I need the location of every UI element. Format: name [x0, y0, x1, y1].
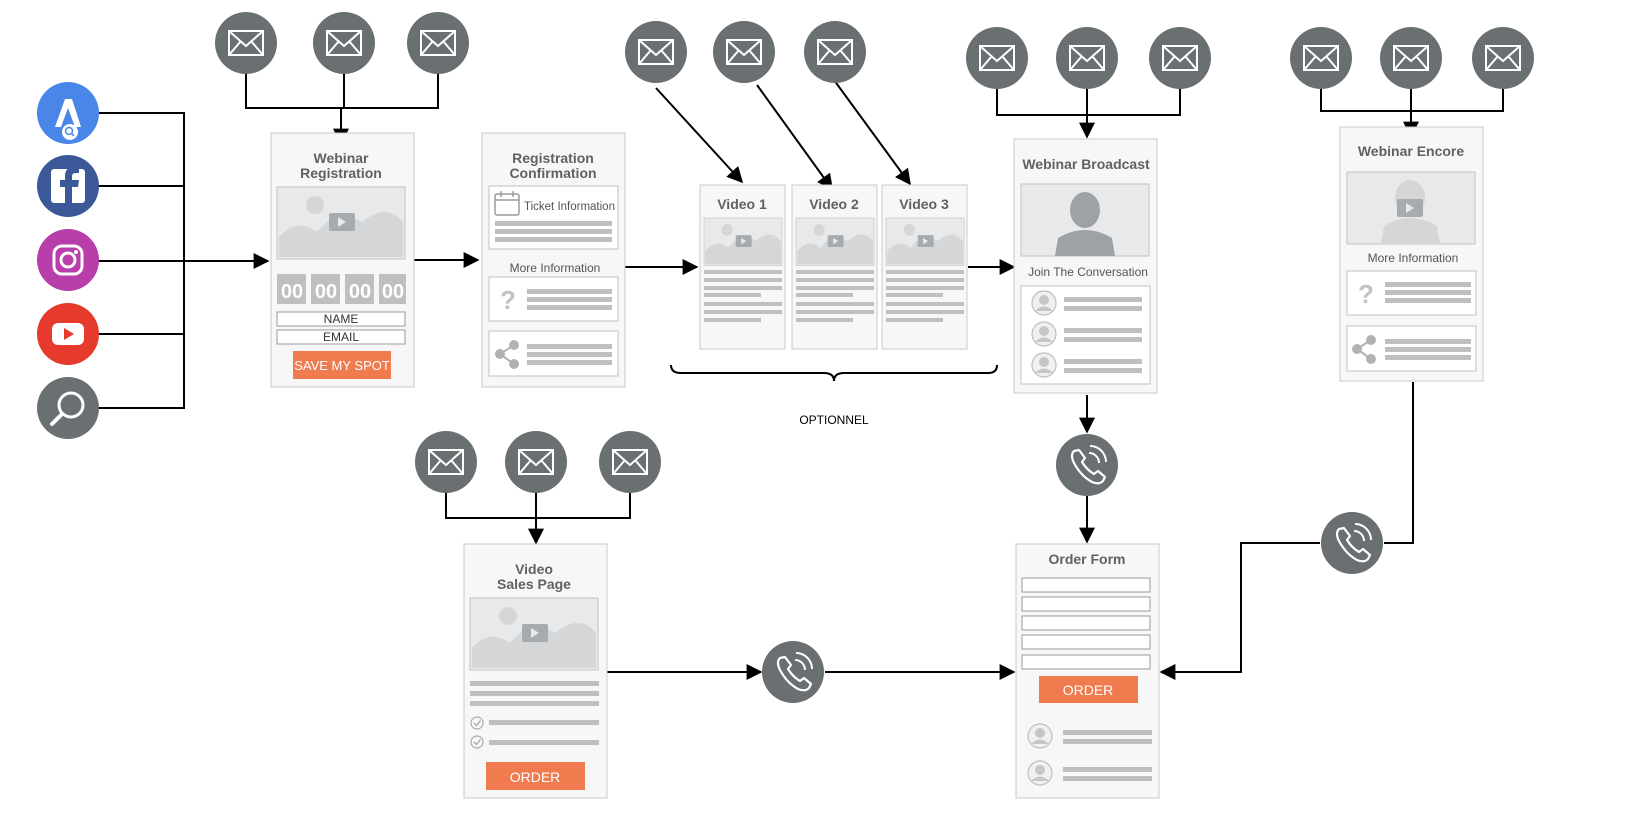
video-placeholder [885, 217, 965, 266]
mail-icon [712, 20, 776, 84]
save-my-spot-button[interactable]: SAVE MY SPOT [294, 358, 390, 373]
avatar [1031, 352, 1057, 378]
page-title: Webinar Broadcast [1022, 156, 1150, 172]
page-title: Order Form [1048, 551, 1125, 567]
video-placeholder [469, 597, 599, 671]
mail-icon [1055, 26, 1119, 90]
presenter-silhouette [1055, 192, 1115, 256]
page-title: Video 2 [809, 196, 859, 212]
timer-digit: 00 [281, 281, 303, 303]
youtube-icon [37, 303, 99, 365]
video-placeholder [703, 217, 783, 266]
video-placeholder [795, 217, 875, 266]
avatar [1027, 760, 1053, 786]
webinar-broadcast-page: Webinar Broadcast Join The Conversation [1013, 138, 1158, 394]
video1-page: Video 1 [699, 184, 786, 350]
calendar-icon [494, 191, 520, 216]
phone-icon [1319, 510, 1385, 576]
mail-icon [1471, 26, 1535, 90]
mail-icon [406, 11, 470, 75]
order-input-field[interactable] [1021, 634, 1151, 650]
connectors [98, 73, 1504, 680]
instagram-icon [37, 229, 99, 291]
timer-digit: 00 [349, 281, 371, 303]
mail-icon [598, 430, 662, 494]
join-conversation-label: Join The Conversation [1028, 265, 1148, 279]
page-title: Video 3 [899, 196, 949, 212]
page-title: Webinar Encore [1358, 143, 1465, 159]
avatar [1031, 321, 1057, 347]
ticket-information-label: Ticket Information [524, 201, 615, 213]
video3-page: Video 3 [881, 184, 968, 350]
phone-icon [1054, 432, 1120, 498]
mail-icon [965, 26, 1029, 90]
avatar [1027, 723, 1053, 749]
facebook-icon [37, 155, 99, 217]
google-ads-icon [37, 82, 99, 144]
page-title: Sales Page [497, 576, 571, 592]
page-title: Video [515, 561, 553, 577]
timer-digit: 00 [315, 281, 337, 303]
phone-icon [760, 639, 826, 705]
mail-icon [624, 20, 688, 84]
question-icon: ? [500, 285, 516, 315]
share-icon [495, 340, 519, 369]
page-title: Registration [300, 165, 382, 181]
mail-icon [414, 430, 478, 494]
check-icon [470, 716, 484, 730]
order-form-page: Order Form ORDER [1015, 543, 1160, 799]
page-title: Webinar [314, 150, 370, 166]
order-button[interactable]: ORDER [510, 769, 561, 785]
order-input-field[interactable] [1021, 596, 1151, 612]
video2-page: Video 2 [791, 184, 878, 350]
search-icon [37, 377, 99, 439]
mail-icon [1379, 26, 1443, 90]
countdown-timer: 00 00 00 00 [277, 274, 406, 304]
check-icon [470, 735, 484, 749]
webinar-encore-page: Webinar Encore More Information ? [1339, 126, 1484, 382]
mail-icon [312, 11, 376, 75]
more-information-label: More Information [510, 261, 601, 275]
page-title: Confirmation [509, 165, 596, 181]
order-input-field[interactable] [1021, 615, 1151, 631]
mail-icon [1148, 26, 1212, 90]
order-input-field[interactable] [1021, 654, 1151, 670]
order-button[interactable]: ORDER [1063, 682, 1114, 698]
mail-icon [504, 430, 568, 494]
video-sales-page: Video Sales Page ORDER [463, 543, 608, 799]
order-input-field[interactable] [1021, 577, 1151, 593]
share-icon [1352, 335, 1376, 364]
mail-icon [803, 20, 867, 84]
name-field[interactable]: NAME [324, 312, 359, 326]
webinar-registration-page: Webinar Registration 00 00 00 00 NAME EM… [270, 132, 415, 388]
timer-digit: 00 [382, 281, 404, 303]
registration-confirmation-page: Registration Confirmation Ticket Informa… [481, 132, 626, 388]
email-field[interactable]: EMAIL [323, 330, 359, 344]
video-placeholder [276, 186, 406, 260]
page-title: Video 1 [717, 196, 767, 212]
page-title: Registration [512, 150, 594, 166]
mail-icon [214, 11, 278, 75]
question-icon: ? [1358, 279, 1374, 309]
more-information-label: More Information [1368, 251, 1459, 265]
optional-label: OPTIONNEL [799, 413, 869, 427]
mail-icon [1289, 26, 1353, 90]
avatar [1031, 290, 1057, 316]
